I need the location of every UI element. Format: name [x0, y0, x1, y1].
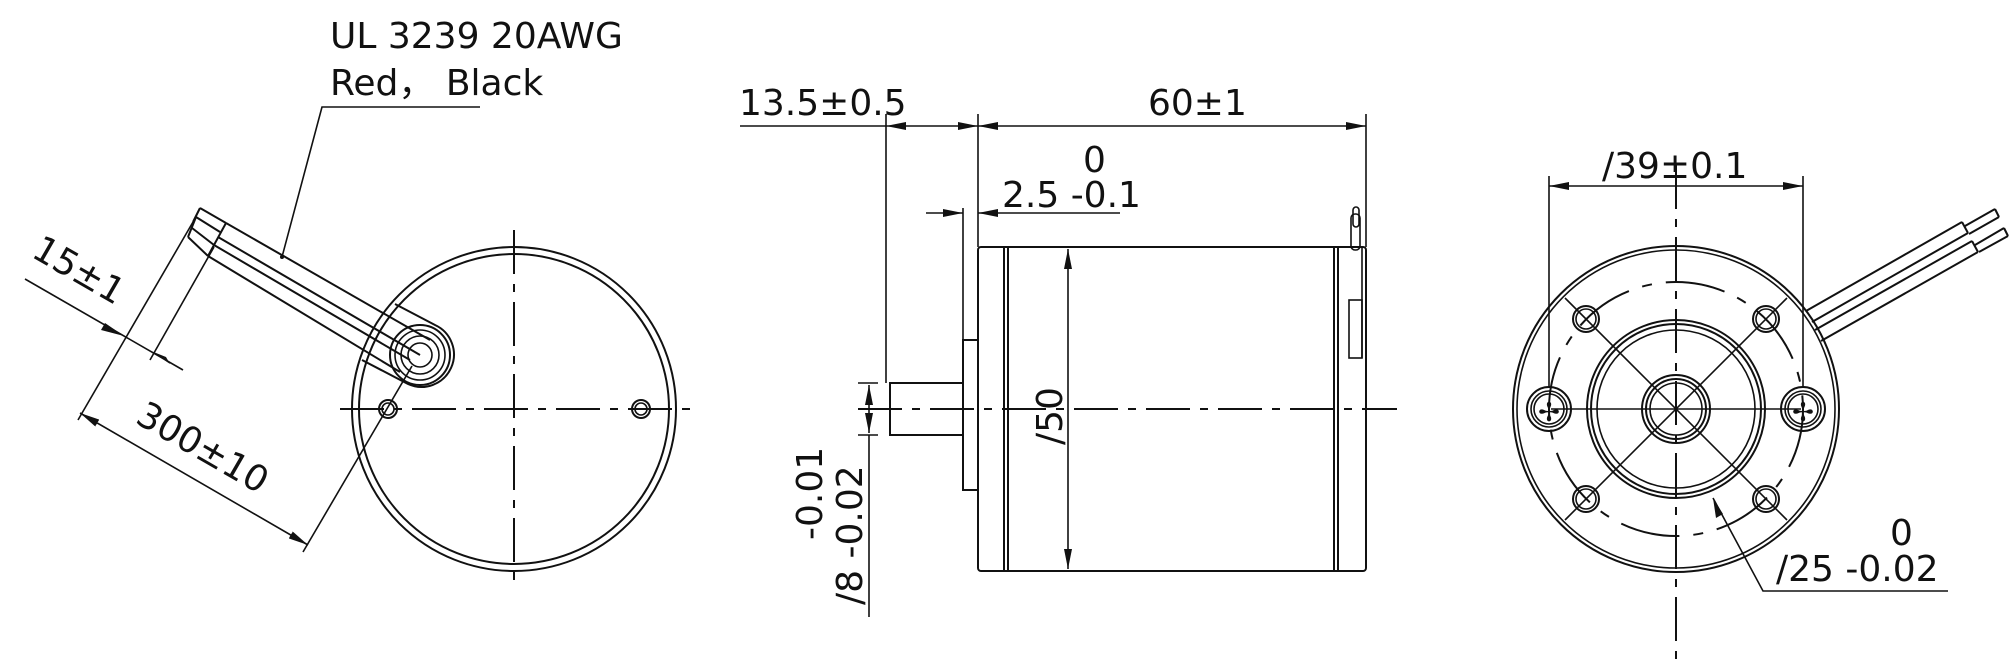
pilot-length-label: 2.5 -0.1 — [1002, 175, 1141, 216]
body-length-label: 60±1 — [1148, 83, 1247, 124]
mounting-screw-left: ✢ — [1526, 386, 1572, 432]
front-view: ✢ ✢ ∕39±0.1 0 — [1512, 146, 2009, 669]
shaft-upper-tolerance: -0.01 — [790, 447, 831, 540]
lead-length-label: 300±10 — [130, 394, 276, 502]
lead-wires-left — [187, 207, 431, 373]
strip-length-label: 15±1 — [26, 228, 132, 313]
front-pilot — [962, 339, 978, 491]
wire-spec-line2: Red， Black — [330, 63, 543, 104]
rear-view: 15±1 300±10 — [24, 207, 693, 580]
rear-hole-right — [631, 399, 651, 419]
pilot-diameter-leader — [1712, 497, 1948, 592]
rear-terminal — [1348, 206, 1363, 359]
lead-extension-line-2 — [149, 246, 215, 361]
rear-hole-left — [378, 399, 398, 419]
pilot-length-upper-tolerance: 0 — [1083, 140, 1106, 181]
bolt-circle-label: ∕39±0.1 — [1602, 146, 1747, 187]
wire-spec-note: UL 3239 20AWG Red， Black — [280, 16, 623, 259]
lead-wires-right — [1805, 208, 2009, 342]
pilot-diameter-label: ∕25 -0.02 — [1776, 549, 1939, 590]
side-view: 13.5±0.5 60±1 0 2.5 -0.1 ∕50 -0.01 ∕8 -0… — [739, 83, 1397, 617]
lead-length-dimension-line — [79, 412, 309, 546]
screw-cross-icon: ✢ — [1538, 398, 1560, 428]
lead-extension-line-1 — [77, 221, 194, 421]
lead-extension-line-3 — [302, 365, 413, 553]
shaft-diameter-label: ∕8 -0.02 — [830, 465, 871, 605]
mounting-screw-right: ✢ — [1780, 386, 1826, 432]
wire-grommet — [361, 303, 455, 388]
screw-cross-icon: ✢ — [1792, 398, 1814, 428]
body-diameter-label: ∕50 — [1030, 387, 1071, 445]
wire-spec-line1: UL 3239 20AWG — [330, 16, 623, 57]
wire-note-leader — [281, 106, 480, 258]
mounting-holes-45deg — [1572, 305, 1780, 513]
shaft-length-label: 13.5±0.5 — [739, 83, 907, 124]
pilot-diameter-upper-tolerance: 0 — [1890, 513, 1913, 554]
